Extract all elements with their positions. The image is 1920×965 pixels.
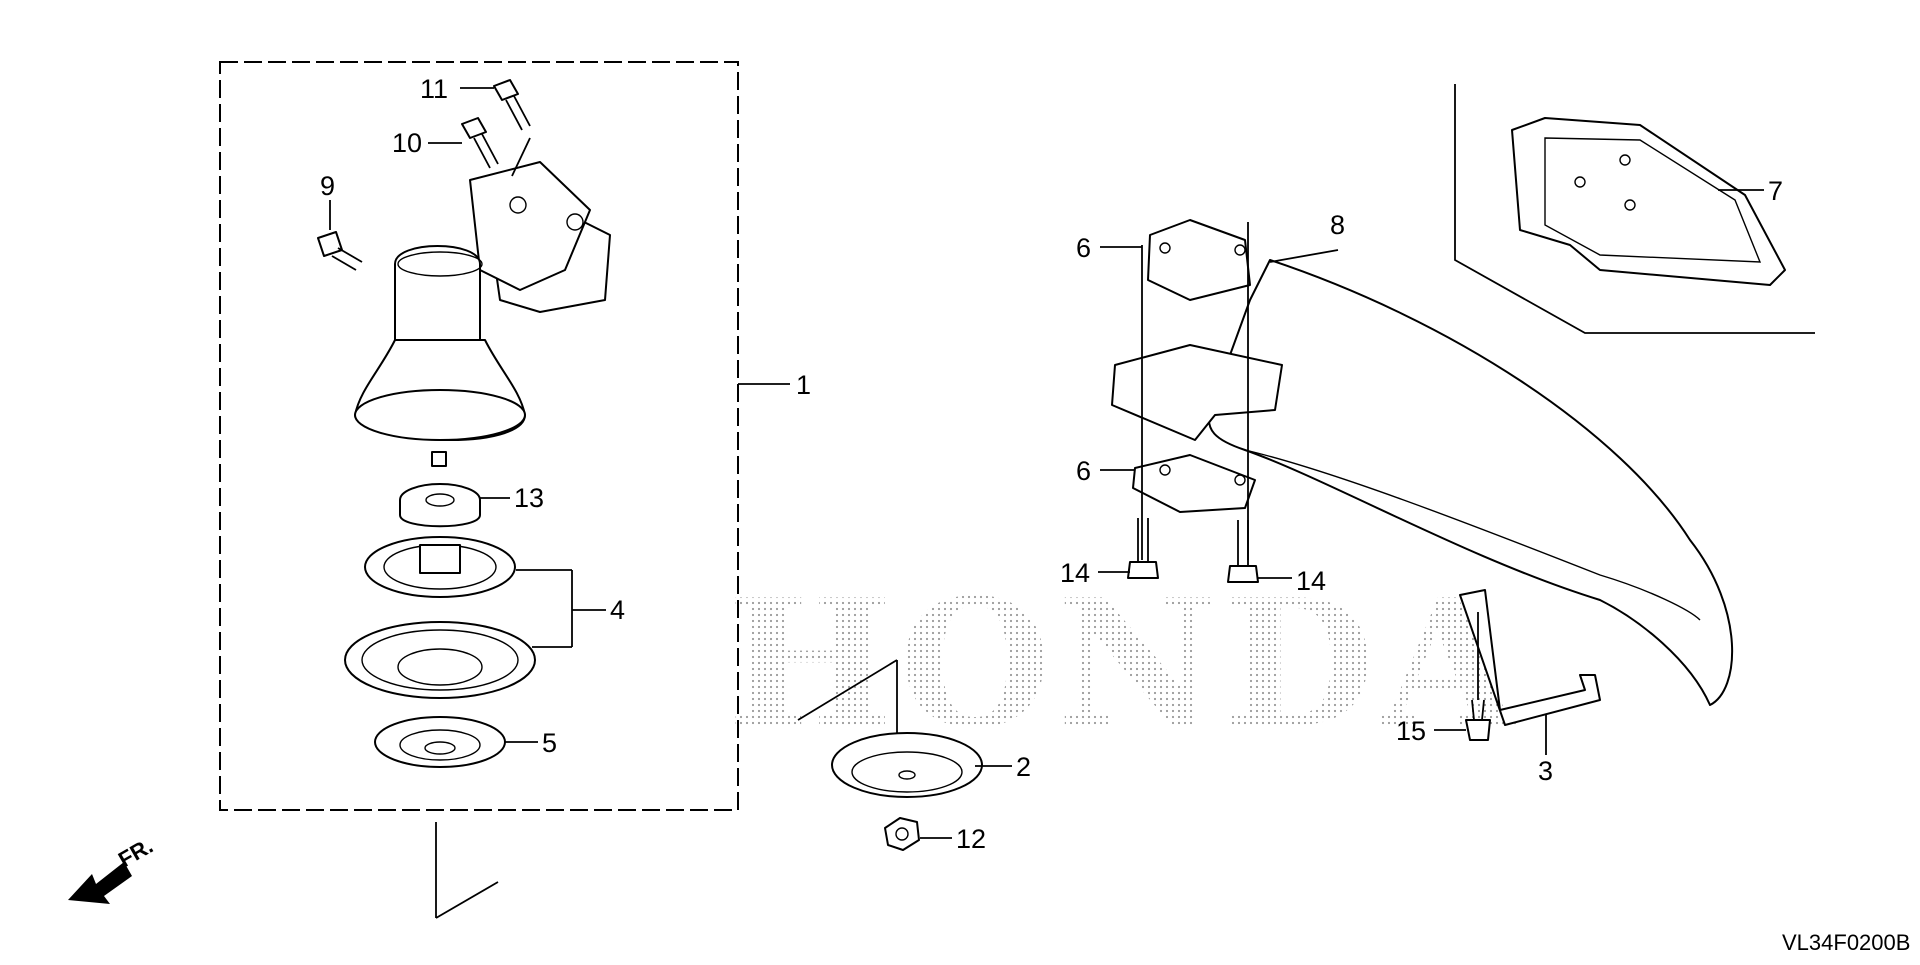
cover-7 [1511, 117, 1786, 286]
washer-13 [399, 483, 481, 528]
callout-9: 9 [320, 171, 335, 201]
callout-5: 5 [542, 728, 557, 758]
bolt-14-right [1227, 520, 1259, 583]
callout-2: 2 [1016, 752, 1031, 782]
callout-12: 12 [956, 824, 986, 854]
inset-frame [1454, 84, 1815, 334]
callout-3: 3 [1538, 756, 1553, 786]
callout-14-left: 14 [1060, 558, 1090, 588]
callout-8: 8 [1330, 210, 1345, 240]
honda-watermark: HONDA [727, 562, 1522, 767]
bracket-3 [1459, 589, 1601, 726]
gear-case [354, 161, 611, 467]
bracket-plates [1111, 219, 1283, 513]
bolt-11 [493, 79, 531, 131]
protector-2 [831, 732, 983, 798]
bolt-14-left [1127, 518, 1159, 579]
callout-6-top: 6 [1076, 233, 1091, 263]
callout-14-right: 14 [1296, 566, 1326, 596]
callout-13: 13 [514, 483, 544, 513]
nut-12 [884, 817, 920, 851]
callout-10: 10 [392, 128, 422, 158]
screw-15 [1465, 699, 1491, 741]
callout-11: 11 [420, 74, 448, 104]
callout-1: 1 [796, 370, 811, 400]
shield-8 [1207, 259, 1734, 706]
bolt-9 [317, 231, 363, 271]
callout-6-bottom: 6 [1076, 456, 1091, 486]
callout-4: 4 [610, 595, 625, 625]
holder-set-4 [344, 536, 536, 699]
front-direction-arrow-icon: FR. [68, 833, 157, 904]
callout-7: 7 [1768, 176, 1783, 206]
diagram-code: VL34F0200B [1782, 930, 1910, 955]
cup-5 [374, 716, 506, 768]
assembly-box [219, 61, 739, 811]
callout-15: 15 [1396, 716, 1426, 746]
bolt-10 [461, 117, 499, 169]
